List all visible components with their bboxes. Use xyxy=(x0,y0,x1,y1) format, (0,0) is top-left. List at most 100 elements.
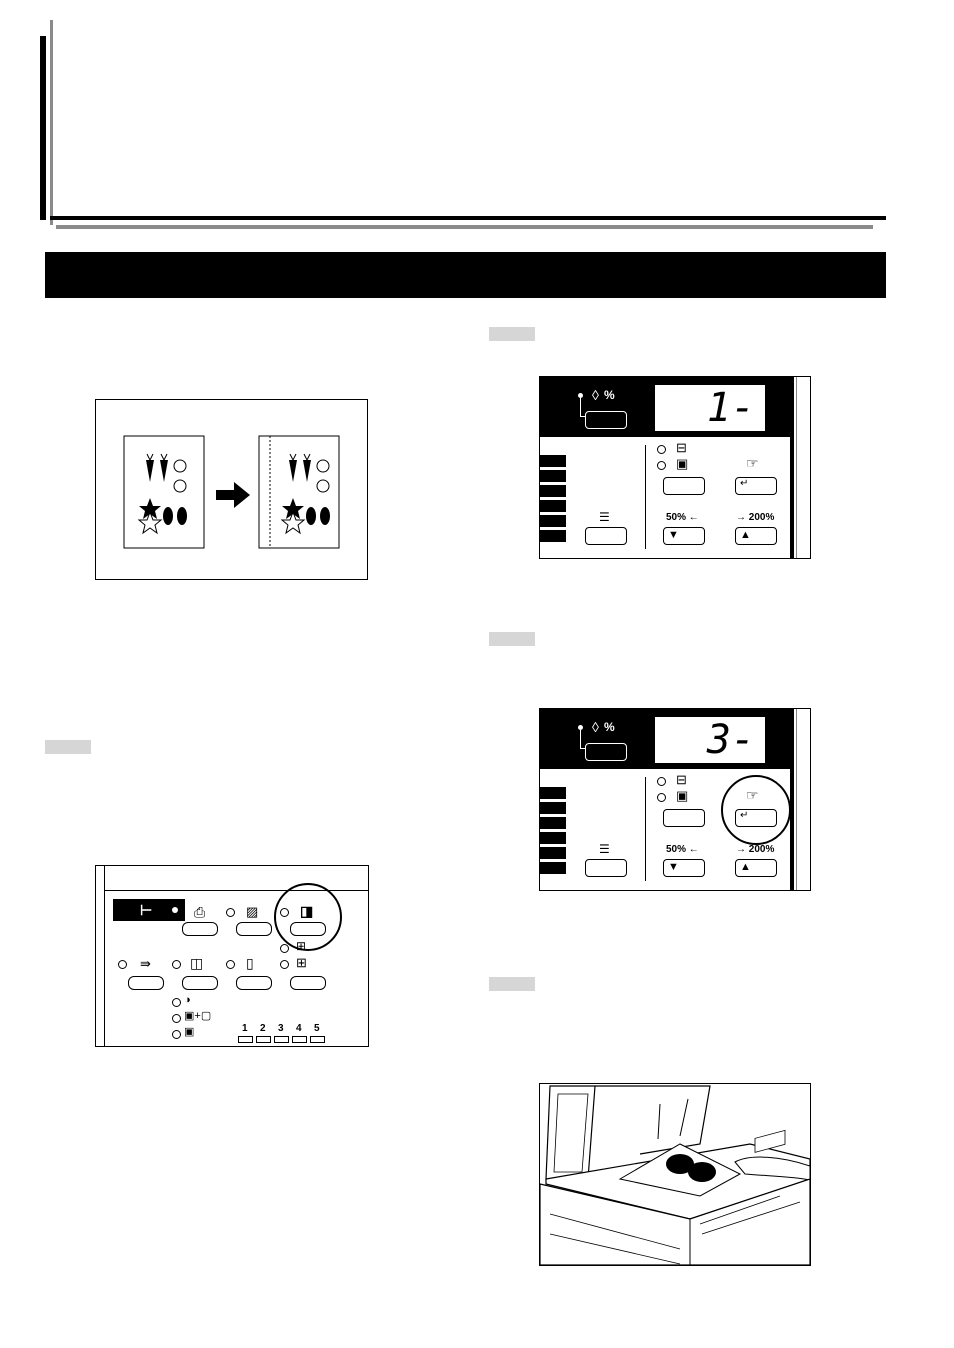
lcd-value: 1- xyxy=(706,385,755,431)
up-button[interactable]: ▲ xyxy=(735,859,777,877)
page-icon: ▯ xyxy=(246,955,254,971)
lamp-b xyxy=(657,461,666,470)
zoom-indicator-line-h xyxy=(580,416,585,417)
lamp-2 xyxy=(226,908,235,917)
up-arrow-icon: ▲ xyxy=(740,861,751,873)
combine-4-icon: ⊞ xyxy=(296,955,307,970)
lamp-4 xyxy=(118,960,127,969)
lcd-display: 1- xyxy=(654,384,766,432)
up-button[interactable]: ▲ xyxy=(735,527,777,545)
zoom-indicator-lit xyxy=(578,393,583,398)
step-tag-3 xyxy=(489,632,535,646)
size-icon-b: ▣ xyxy=(676,456,689,471)
header-vertical-bar-thin xyxy=(50,20,53,225)
menu-button[interactable] xyxy=(585,527,627,545)
header-vertical-bar-thick xyxy=(40,36,46,220)
function-button-1[interactable] xyxy=(182,922,218,936)
min-zoom-label: 50% ← xyxy=(666,512,699,523)
enter-icon: ↵ xyxy=(740,478,749,489)
lamp-a xyxy=(657,445,666,454)
mode-icon-c: ▣ xyxy=(184,1026,195,1038)
min-zoom-label: 50% ← xyxy=(666,844,699,855)
size-button[interactable] xyxy=(663,477,705,495)
hand-icon: ☞ xyxy=(746,455,759,471)
illustration-platen xyxy=(539,1083,811,1266)
right-frame-gray xyxy=(796,709,810,890)
quantity-key-2[interactable] xyxy=(256,1036,271,1043)
zoom-button[interactable] xyxy=(585,743,627,761)
up-arrow-icon: ▲ xyxy=(740,529,751,541)
size-button[interactable] xyxy=(663,809,705,827)
combine-2-icon: ⊞ xyxy=(296,939,307,953)
function-button-6[interactable] xyxy=(236,976,272,990)
carrot-icons-left xyxy=(137,453,187,535)
carrot-icons-right xyxy=(280,453,330,535)
lamp-5 xyxy=(172,960,181,969)
lamp-8 xyxy=(280,960,289,969)
left-stair xyxy=(540,787,566,880)
function-button-2[interactable] xyxy=(236,922,272,936)
lcd-value: 3- xyxy=(706,717,755,763)
quantity-row: 1 2 3 4 5 xyxy=(236,1023,336,1045)
down-button[interactable]: ▼ xyxy=(663,527,705,545)
illustration-book-margin xyxy=(95,399,368,580)
function-button-5[interactable] xyxy=(182,976,218,990)
panel-top-divider xyxy=(104,890,368,891)
header-rule-gray xyxy=(56,225,873,229)
size-icon-a: ⊟ xyxy=(676,440,687,455)
platen-drawing xyxy=(540,1085,810,1265)
zoom-button[interactable] xyxy=(585,411,627,429)
lamp-11 xyxy=(172,1030,181,1039)
quantity-key-5[interactable] xyxy=(310,1036,325,1043)
sort-icon: ⇛ xyxy=(140,956,151,971)
zoom-indicator-line xyxy=(580,398,581,416)
reduction-panel-step3: ◊ % 3- ⊟ ▣ ☞ ↵ ☰ 50% ← → 200% ▼ ▲ xyxy=(539,708,811,891)
max-zoom-label: → 200% xyxy=(736,844,775,855)
right-frame-edge xyxy=(790,709,794,890)
function-button-7[interactable] xyxy=(290,976,326,990)
zoom-indicator-line-h xyxy=(580,748,585,749)
down-arrow-icon: ▼ xyxy=(668,861,679,873)
step-tag-2 xyxy=(489,327,535,341)
list-icon: ☰ xyxy=(599,842,610,856)
quantity-key-3[interactable] xyxy=(274,1036,289,1043)
mode-icon-b: ▣+▢ xyxy=(184,1010,212,1022)
vertical-divider xyxy=(645,445,646,549)
menu-button[interactable] xyxy=(585,859,627,877)
function-button-4[interactable] xyxy=(128,976,164,990)
margin-indicator-lit xyxy=(172,907,178,913)
vertical-divider xyxy=(645,777,646,881)
percent-label: % xyxy=(604,720,615,734)
quantity-number-3: 3 xyxy=(278,1023,284,1034)
down-button[interactable]: ▼ xyxy=(663,859,705,877)
left-stair xyxy=(540,455,566,548)
zoom-indicator-lit xyxy=(578,725,583,730)
max-zoom-label: → 200% xyxy=(736,512,775,523)
highlight-circle-function xyxy=(274,883,342,951)
quantity-key-4[interactable] xyxy=(292,1036,307,1043)
section-title-bar xyxy=(45,252,886,298)
panel-left-edge xyxy=(104,866,105,1046)
function-panel: ⊢ ⎙ ▨ ◨ ⇛ ◫ ▯ ⊞ ⊞ ◑ ▣+▢ ▣ 1 2 3 4 5 xyxy=(95,865,369,1047)
lamp-b xyxy=(657,793,666,802)
diamond-icon: ◊ xyxy=(592,387,599,403)
margin-mode-strip xyxy=(113,899,185,921)
book-margin-drawing xyxy=(123,435,340,549)
enter-button[interactable]: ↵ xyxy=(735,477,777,495)
step-tag-4 xyxy=(489,977,535,991)
list-icon: ☰ xyxy=(599,510,610,524)
size-icon-a: ⊟ xyxy=(676,772,687,787)
down-arrow-icon: ▼ xyxy=(668,529,679,541)
quantity-number-2: 2 xyxy=(260,1023,266,1034)
step-tag-1 xyxy=(45,740,91,754)
quantity-key-1[interactable] xyxy=(238,1036,253,1043)
zoom-indicator-line xyxy=(580,730,581,748)
lamp-10 xyxy=(172,1014,181,1023)
lamp-7 xyxy=(280,944,289,953)
border-erase-icon: ▨ xyxy=(246,904,259,919)
header-rule-black xyxy=(50,216,886,220)
two-page-icon: ◫ xyxy=(190,955,204,971)
mode-icon-a: ◑ xyxy=(184,994,191,1006)
print-icon: ⎙ xyxy=(194,904,206,920)
size-icon-b: ▣ xyxy=(676,788,689,803)
